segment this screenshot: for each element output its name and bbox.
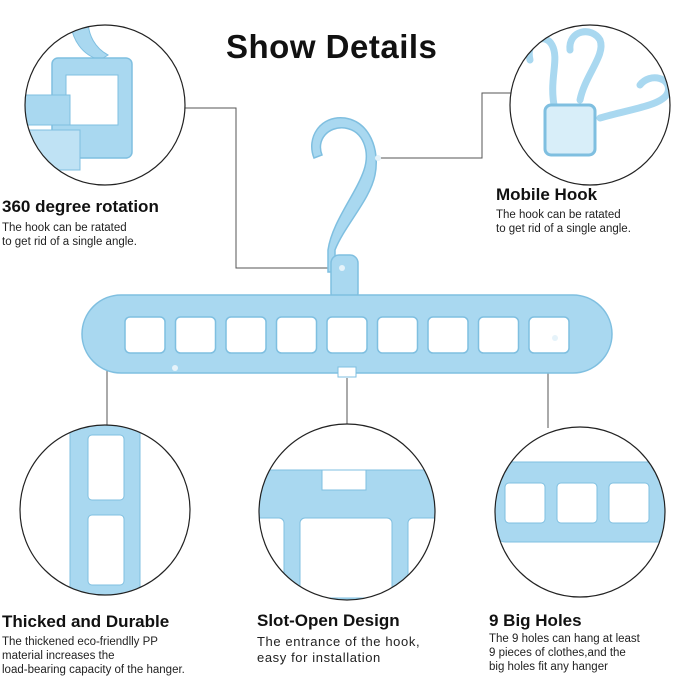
feature-heading-mobile-hook: Mobile Hook (496, 185, 598, 204)
detail-circle-slot-open (258, 423, 436, 601)
desc-line: big holes fit any hanger (489, 661, 608, 673)
hanger-hole (427, 316, 469, 354)
desc-line: The 9 holes can hang at least (489, 633, 640, 645)
feature-heading-durable: Thicked and Durable (2, 612, 170, 631)
feature-desc-durable: The thickened eco-friendlly PP material … (2, 635, 185, 677)
feature-desc-slot-open: The entrance of the hook, easy for insta… (257, 634, 420, 666)
page-title: Show Details (226, 28, 438, 65)
hanger-hole (477, 316, 520, 354)
hanger-hole (326, 316, 368, 354)
desc-line: to get rid of a single angle. (496, 223, 631, 235)
detail-circle-big-holes (494, 426, 666, 598)
marker-dot (552, 335, 558, 341)
hook-swivel (330, 254, 359, 302)
hanger-holes (124, 316, 570, 354)
marker-dot (172, 365, 178, 371)
desc-line: material increases the (2, 650, 115, 662)
hanger-hole (124, 316, 166, 354)
feature-heading-rotation: 360 degree rotation (2, 197, 159, 216)
feature-desc-rotation: The hook can be ratated to get rid of a … (2, 221, 137, 249)
feature-heading-slot-open: Slot-Open Design (257, 611, 400, 630)
detail-circle-rotation (24, 24, 186, 186)
main-hanger (81, 117, 613, 378)
feature-desc-mobile-hook: The hook can be ratated to get rid of a … (496, 208, 631, 236)
hook-slot (337, 366, 357, 378)
desc-line: easy for installation (257, 650, 381, 665)
detail-circle-durable (19, 424, 191, 596)
detail-circle-mobile-hook (509, 24, 671, 186)
desc-line: 9 pieces of clothes,and the (489, 647, 626, 659)
desc-line: The thickened eco-friendlly PP (2, 636, 158, 648)
hanger-hole (376, 316, 419, 354)
hanger-hole (225, 316, 267, 354)
marker-dot (375, 155, 381, 161)
hanger-hole (528, 316, 570, 354)
desc-line: The hook can be ratated (496, 209, 621, 221)
desc-line: to get rid of a single angle. (2, 236, 137, 248)
feature-heading-big-holes: 9 Big Holes (489, 611, 582, 630)
marker-dot (339, 265, 345, 271)
desc-line: load-bearing capacity of the hanger. (2, 664, 185, 676)
hanger-hole (174, 316, 217, 354)
desc-line: The hook can be ratated (2, 222, 127, 234)
main-hook (311, 117, 377, 273)
feature-desc-big-holes: The 9 holes can hang at least 9 pieces o… (489, 632, 640, 674)
desc-line: The entrance of the hook, (257, 634, 421, 649)
hanger-hole (275, 316, 318, 354)
